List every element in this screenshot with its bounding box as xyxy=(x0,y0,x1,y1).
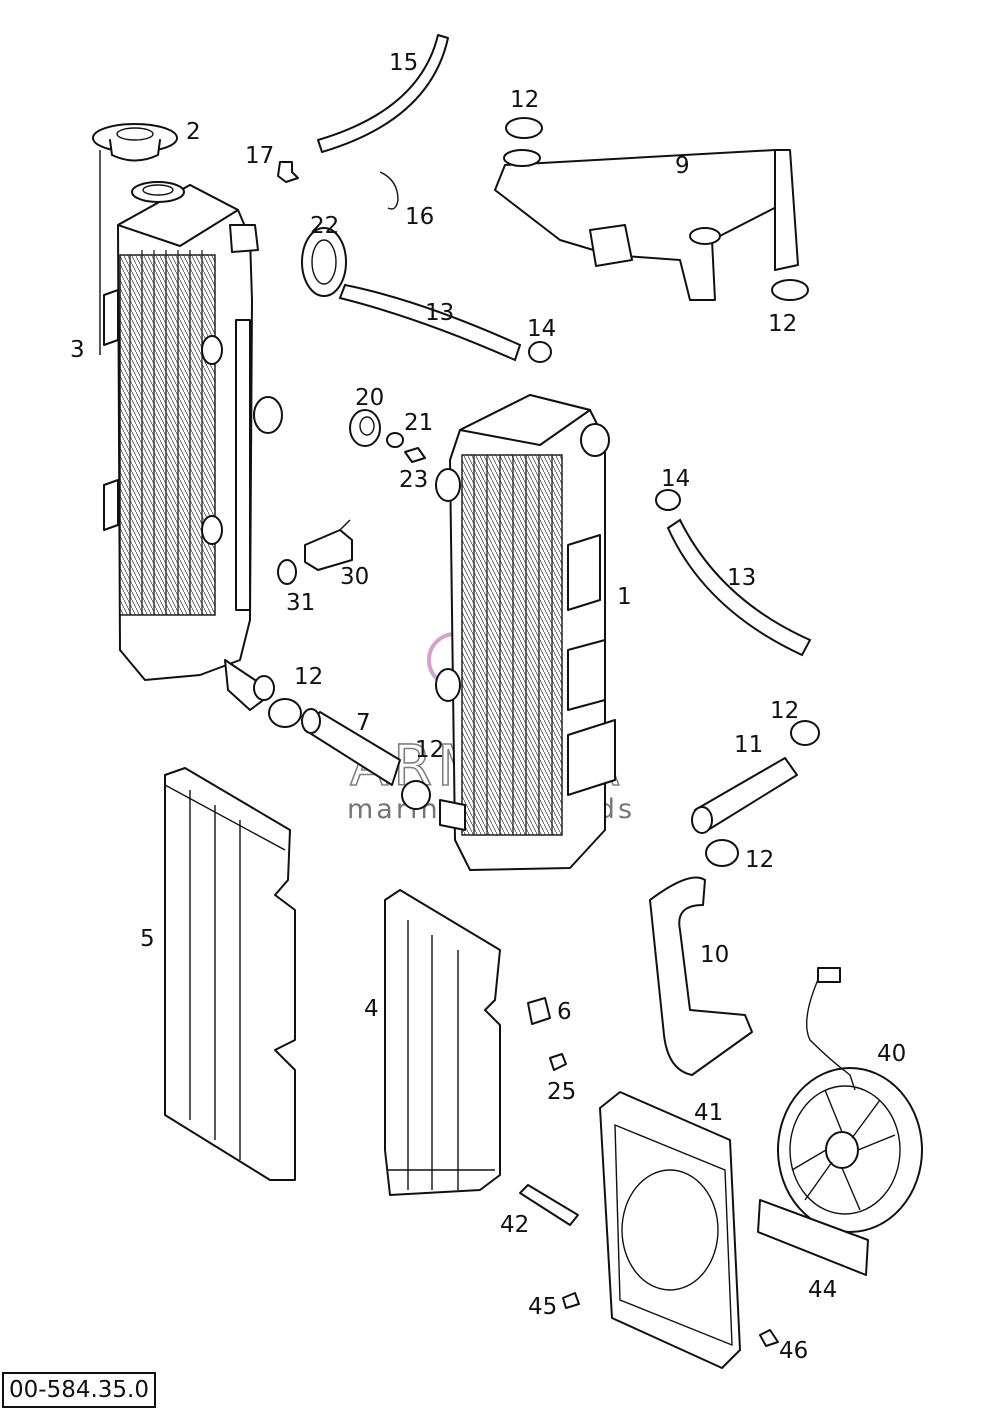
callout-13-b: 13 xyxy=(727,565,756,591)
callout-30: 30 xyxy=(340,564,369,590)
part-hose-10 xyxy=(649,876,753,1076)
part-breather-hose-lower xyxy=(666,518,812,657)
part-right-radiator xyxy=(435,394,616,871)
callout-12-a: 12 xyxy=(510,87,539,113)
part-bolt-23 xyxy=(404,447,426,463)
callout-12-d: 12 xyxy=(415,737,444,763)
callout-4: 4 xyxy=(364,996,379,1022)
callout-14-b: 14 xyxy=(661,466,690,492)
callout-10: 10 xyxy=(700,942,729,968)
part-radiator-cap xyxy=(92,123,178,162)
part-hose-11 xyxy=(691,757,798,834)
part-fan-frame xyxy=(599,1091,741,1369)
callout-31: 31 xyxy=(286,590,315,616)
part-screw-46 xyxy=(759,1329,779,1347)
part-left-shroud xyxy=(164,767,296,1181)
callout-40: 40 xyxy=(877,1041,906,1067)
part-screw-25 xyxy=(549,1053,567,1071)
part-breather-hose-upper xyxy=(338,283,522,362)
part-speed-nut xyxy=(527,997,551,1025)
part-grommet xyxy=(349,409,381,447)
part-cover-plate xyxy=(757,1199,869,1276)
part-screw-45 xyxy=(562,1292,580,1309)
part-o-ring xyxy=(277,559,297,585)
callout-12-b: 12 xyxy=(768,311,797,337)
callout-13-a: 13 xyxy=(425,300,454,326)
callout-17: 17 xyxy=(245,143,274,169)
callout-25: 25 xyxy=(547,1079,576,1105)
callout-6: 6 xyxy=(557,999,572,1025)
callout-labels: 1 2 3 4 5 6 7 9 10 11 12 12 12 12 12 12 … xyxy=(70,50,906,1364)
callout-41: 41 xyxy=(694,1100,723,1126)
callout-3: 3 xyxy=(70,337,85,363)
part-y-hose xyxy=(494,149,799,301)
part-overflow-hose xyxy=(317,34,449,153)
callout-9: 9 xyxy=(675,153,690,179)
callout-11: 11 xyxy=(734,732,763,758)
callout-12-e: 12 xyxy=(770,698,799,724)
callout-12-f: 12 xyxy=(745,847,774,873)
callout-23: 23 xyxy=(399,467,428,493)
callout-15: 15 xyxy=(389,50,418,76)
callout-7: 7 xyxy=(356,710,371,736)
callout-1: 1 xyxy=(617,584,632,610)
diagram-reference-number: 00-584.35.0 xyxy=(2,1372,156,1408)
part-left-radiator xyxy=(99,150,283,711)
part-hose-7 xyxy=(301,708,401,786)
callout-21: 21 xyxy=(404,410,433,436)
part-circlip xyxy=(379,171,399,210)
part-screw-17 xyxy=(277,161,299,183)
callout-14-a: 14 xyxy=(527,316,556,342)
callout-2: 2 xyxy=(186,119,201,145)
part-right-shroud xyxy=(384,889,501,1196)
part-hose-clamps xyxy=(268,117,820,867)
callout-12-c: 12 xyxy=(294,664,323,690)
part-seal xyxy=(301,227,347,297)
callout-45: 45 xyxy=(528,1294,557,1320)
part-cooling-fan xyxy=(777,967,923,1233)
part-temperature-sensor xyxy=(304,519,353,571)
part-washer xyxy=(386,432,404,448)
callout-44: 44 xyxy=(808,1277,837,1303)
callout-42: 42 xyxy=(500,1212,529,1238)
callout-20: 20 xyxy=(355,385,384,411)
callout-46: 46 xyxy=(779,1338,808,1364)
callout-16: 16 xyxy=(405,204,434,230)
callout-5: 5 xyxy=(140,926,155,952)
callout-22: 22 xyxy=(310,213,339,239)
part-sleeve xyxy=(519,1184,579,1226)
